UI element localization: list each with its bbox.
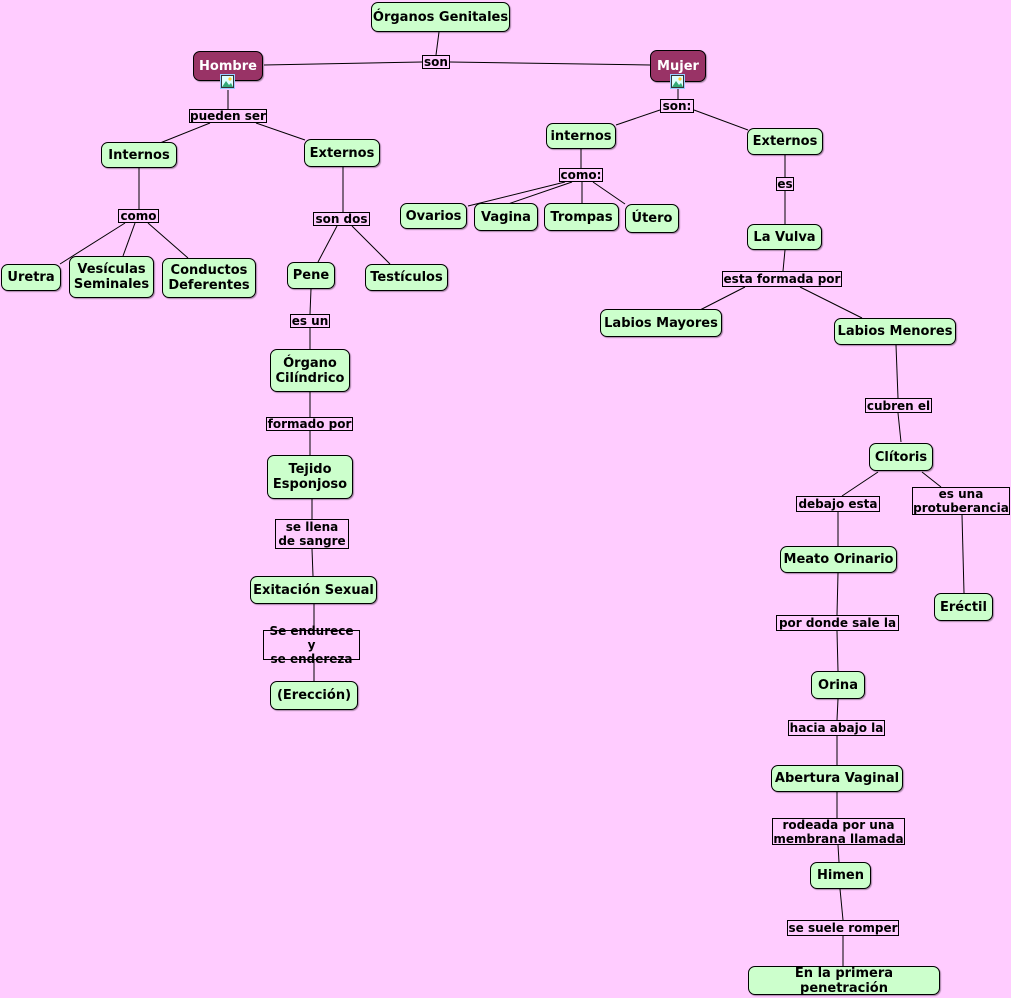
node-primera-penetracion[interactable]: En la primera penetración bbox=[748, 966, 940, 996]
link-label-son-dos[interactable]: son dos bbox=[313, 212, 370, 226]
link-label-rodeada-por-una-membrana[interactable]: rodeada por una membrana llamada bbox=[772, 817, 905, 846]
node-clitoris[interactable]: Clítoris bbox=[869, 443, 933, 471]
node-la-vulva[interactable]: La Vulva bbox=[747, 224, 822, 250]
node-mujer-internos[interactable]: internos bbox=[546, 123, 616, 149]
link-label-son[interactable]: son bbox=[422, 55, 450, 69]
link-label-se-llena-de-sangre[interactable]: se llena de sangre bbox=[275, 519, 349, 549]
link-label-hacia-abajo-la[interactable]: hacia abajo la bbox=[788, 720, 885, 736]
image-icon[interactable] bbox=[671, 75, 684, 88]
link-label-formado-por[interactable]: formado por bbox=[266, 417, 353, 431]
link-label-se-endurece[interactable]: Se endurece y se endereza bbox=[263, 624, 360, 666]
node-vesiculas-seminales[interactable]: Vesículas Seminales bbox=[69, 256, 154, 298]
node-testiculos[interactable]: Testículos bbox=[365, 264, 448, 291]
link-label-es[interactable]: es bbox=[776, 177, 794, 191]
node-erectil[interactable]: Eréctil bbox=[934, 593, 993, 621]
link-label-es-un[interactable]: es un bbox=[290, 314, 330, 328]
node-exitacion-sexual[interactable]: Exitación Sexual bbox=[250, 576, 377, 604]
node-labios-mayores[interactable]: Labios Mayores bbox=[600, 309, 722, 337]
node-organos-genitales[interactable]: Órganos Genitales bbox=[371, 2, 510, 32]
node-abertura-vaginal[interactable]: Abertura Vaginal bbox=[771, 765, 903, 792]
node-vagina[interactable]: Vagina bbox=[474, 203, 538, 231]
image-icon[interactable] bbox=[221, 75, 234, 88]
node-hombre-internos[interactable]: Internos bbox=[101, 142, 177, 168]
node-pene[interactable]: Pene bbox=[287, 262, 335, 289]
link-label-cubren-el[interactable]: cubren el bbox=[865, 398, 932, 413]
node-mujer-externos[interactable]: Externos bbox=[747, 128, 823, 155]
link-label-debajo-esta[interactable]: debajo esta bbox=[796, 496, 880, 512]
node-labios-menores[interactable]: Labios Menores bbox=[834, 318, 956, 345]
link-label-por-donde-sale-la[interactable]: por donde sale la bbox=[776, 615, 899, 631]
node-hombre[interactable]: Hombre bbox=[193, 51, 263, 81]
link-label-como-colon[interactable]: como: bbox=[559, 168, 603, 182]
link-label-son-colon[interactable]: son: bbox=[660, 99, 694, 113]
link-label-se-suele-romper[interactable]: se suele romper bbox=[787, 920, 899, 936]
node-trompas[interactable]: Trompas bbox=[544, 203, 619, 231]
node-himen[interactable]: Himen bbox=[810, 862, 871, 889]
node-tejido-esponjoso[interactable]: Tejido Esponjoso bbox=[267, 455, 353, 499]
node-utero[interactable]: Útero bbox=[625, 204, 679, 233]
node-conductos-deferentes[interactable]: Conductos Deferentes bbox=[162, 258, 256, 298]
node-hombre-externos[interactable]: Externos bbox=[304, 139, 380, 167]
link-label-como[interactable]: como bbox=[118, 209, 159, 223]
node-meato-orinario[interactable]: Meato Orinario bbox=[780, 546, 897, 573]
node-orina[interactable]: Orina bbox=[811, 671, 865, 699]
link-label-es-una-protuberancia[interactable]: es una protuberancia bbox=[912, 487, 1010, 515]
node-ovarios[interactable]: Ovarios bbox=[400, 203, 467, 229]
node-ereccion[interactable]: (Erección) bbox=[270, 681, 358, 710]
link-label-pueden-ser[interactable]: pueden ser bbox=[189, 109, 267, 123]
node-uretra[interactable]: Uretra bbox=[1, 264, 61, 291]
node-organo-cilindrico[interactable]: Órgano Cilíndrico bbox=[270, 349, 350, 392]
link-label-esta-formada-por[interactable]: esta formada por bbox=[722, 271, 842, 287]
